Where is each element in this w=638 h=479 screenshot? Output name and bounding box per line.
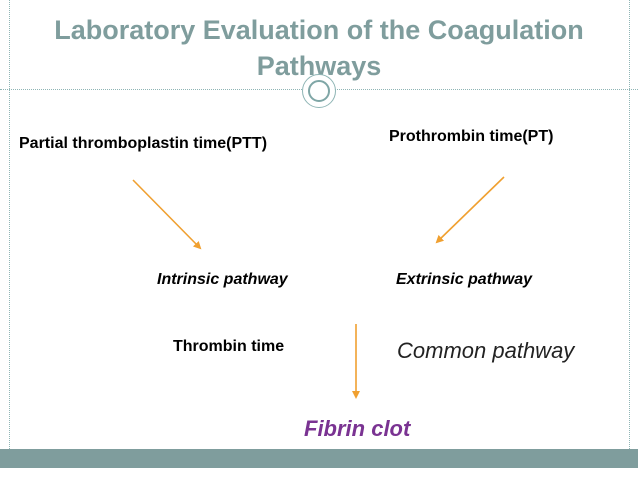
pt-label: Prothrombin time(PT) xyxy=(389,128,554,145)
thrombin-time-label: Thrombin time xyxy=(173,338,285,355)
ptt-label: Partial thromboplastin time(PTT) xyxy=(19,135,268,152)
fibrin-clot-label: Fibrin clot xyxy=(304,416,411,441)
footer-bar xyxy=(0,449,638,468)
slide-frame-right xyxy=(629,0,630,449)
extrinsic-pathway-label: Extrinsic pathway xyxy=(396,271,533,288)
divider-circle-icon xyxy=(302,74,336,108)
intrinsic-pathway-label: Intrinsic pathway xyxy=(157,271,288,288)
common-pathway-label: Common pathway xyxy=(397,338,575,363)
divider-circle-inner xyxy=(308,80,330,102)
slide-frame-left xyxy=(9,0,10,449)
ptt-to-intrinsic-arrow xyxy=(132,179,202,250)
pt-to-extrinsic-arrow xyxy=(435,176,505,244)
